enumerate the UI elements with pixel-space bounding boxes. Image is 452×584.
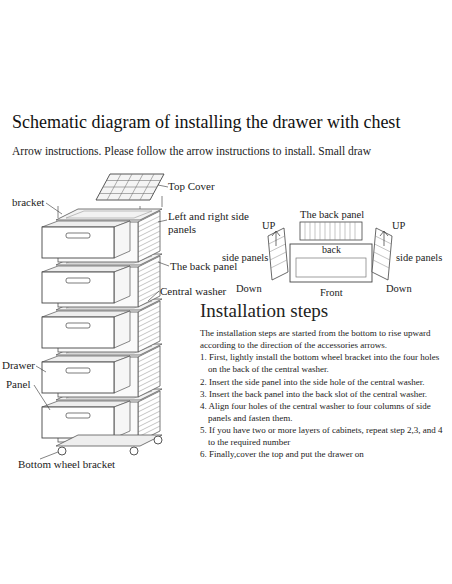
washer-inner (296, 258, 366, 277)
direction-label: Down (386, 283, 412, 295)
part-name: Panel (6, 378, 30, 391)
wheel (58, 447, 66, 455)
cover-grid (100, 174, 161, 200)
subtitle: Arrow instructions. Please follow the ar… (12, 145, 452, 158)
instruction-step: 6. Finally,cover the top and put the dra… (200, 448, 448, 460)
wheel (154, 436, 162, 444)
part-name: Left and right side panels (168, 210, 256, 235)
side-panel (372, 228, 392, 280)
top-cover (96, 174, 164, 200)
direction-label: Down (236, 283, 262, 295)
leader-lines (34, 185, 169, 459)
side-panel (268, 228, 288, 280)
part-name: Bottom wheel bracket (18, 458, 118, 471)
direction-label: back (322, 244, 341, 256)
title: Schematic diagram of installing the draw… (12, 112, 452, 133)
instruction-step: 3. Insert the back panel into the back s… (200, 388, 448, 400)
instruction-step: 4. Align four holes of the central washe… (200, 400, 448, 424)
instruction-step: 2. Insert the side panel into the side h… (200, 376, 448, 388)
direction-label: UP (392, 220, 405, 232)
panel-slats (305, 222, 355, 240)
direction-label: UP (262, 220, 275, 232)
part-name: bracket (12, 196, 44, 209)
direction-label: Front (320, 287, 343, 299)
part-name: side panels (222, 252, 268, 264)
wheel-bracket (56, 435, 162, 446)
back-panel (300, 222, 362, 240)
central-washer (290, 244, 372, 282)
instruction-text: The installation steps are started from … (200, 327, 448, 351)
part-name: The back panel (300, 209, 364, 221)
part-name: Top Cover (168, 180, 215, 193)
part-name: Central washer (160, 285, 226, 298)
panel-slats (269, 236, 287, 268)
panel-slats (373, 236, 391, 268)
wheel (130, 447, 138, 455)
instruction-list: The installation steps are started from … (200, 327, 448, 461)
section-heading: Installation steps (200, 300, 328, 322)
instruction-step: 5. If you have two or more layers of cab… (200, 424, 448, 448)
direction-arrow (272, 231, 388, 246)
instruction-step: 1. First, lightly install the bottom whe… (200, 351, 448, 375)
part-name: side panels (396, 252, 442, 264)
cabinet-unit (42, 209, 162, 262)
part-name: Drawer (2, 359, 35, 372)
